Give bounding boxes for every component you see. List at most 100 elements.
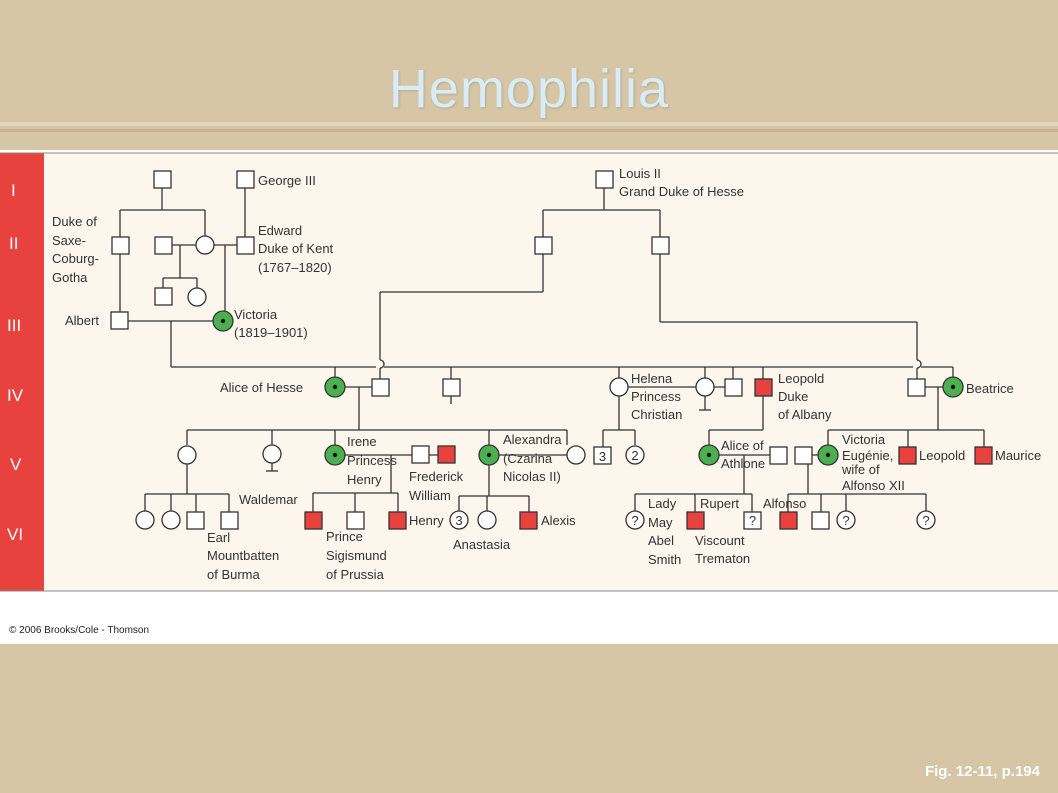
generation-VI: VI xyxy=(7,525,23,544)
figure-background xyxy=(44,153,1058,591)
generation-II: II xyxy=(9,234,18,253)
title-rule-shadow xyxy=(0,129,1058,132)
pedigree-male xyxy=(724,378,743,397)
figure-panel: I II III IV V VI xyxy=(0,150,1058,644)
label-helena: Christian xyxy=(631,407,682,422)
label-henry: Henry xyxy=(409,513,444,528)
pedigree-unknown-lady-may xyxy=(625,510,645,530)
label-alexandra: Nicolas II) xyxy=(503,469,561,484)
slide-title: Hemophilia xyxy=(388,59,670,119)
pedigree-female xyxy=(135,510,155,530)
label-irene: Henry xyxy=(347,472,382,487)
label-leopold: Duke xyxy=(778,389,808,404)
pedigree-male-edward xyxy=(236,236,255,255)
generation-IV: IV xyxy=(7,386,24,405)
label-earl: of Burma xyxy=(207,567,261,582)
pedigree-female xyxy=(195,235,215,255)
pedigree-male-duke xyxy=(111,236,130,255)
label-george-iii: George III xyxy=(258,173,316,188)
pedigree-affected-rupert xyxy=(686,511,705,530)
label-lady-may: Smith xyxy=(648,552,681,567)
label-prince: Prince xyxy=(326,529,363,544)
label-alice-athlone: Alice of xyxy=(721,438,764,453)
label-alice-hesse: Alice of Hesse xyxy=(220,380,303,395)
label-duke: Gotha xyxy=(52,270,88,285)
label-victoria-eugenie: wife of xyxy=(841,462,880,477)
label-victoria-eugenie: Victoria xyxy=(842,432,886,447)
label-victoria-eugenie: Alfonso XII xyxy=(842,478,905,493)
generation-I: I xyxy=(11,181,16,200)
pedigree-female-group xyxy=(449,510,469,530)
pedigree-unknown xyxy=(836,510,856,530)
label-edward: Duke of Kent xyxy=(258,241,334,256)
label-earl: Earl xyxy=(207,530,230,545)
pedigree-female xyxy=(262,444,282,464)
label-alexandra: Alexandra xyxy=(503,432,562,447)
pedigree-female xyxy=(161,510,181,530)
label-lady-may: May xyxy=(648,515,673,530)
label-duke: Coburg- xyxy=(52,251,99,266)
label-leopold-v: Leopold xyxy=(919,448,965,463)
label-alexandra: (Czarina xyxy=(503,451,553,466)
pedigree-male-louis-ii xyxy=(595,170,614,189)
pedigree-male xyxy=(534,236,553,255)
label-victoria-eugenie: Eugénie, xyxy=(842,448,893,463)
label-frederick: William xyxy=(409,488,451,503)
pedigree-male-nicolas xyxy=(566,445,586,465)
pedigree-male-group xyxy=(593,446,612,465)
pedigree-female-group xyxy=(625,445,645,465)
pedigree-male xyxy=(186,511,205,530)
label-waldemar: Waldemar xyxy=(239,492,298,507)
label-alfonso: Alfonso xyxy=(763,496,806,511)
label-beatrice: Beatrice xyxy=(966,381,1014,396)
copyright-notice: © 2006 Brooks/Cole - Thomson xyxy=(9,625,149,636)
label-helena: Princess xyxy=(631,389,681,404)
pedigree-male xyxy=(907,378,926,397)
label-victoria: (1819–1901) xyxy=(234,325,308,340)
label-irene: Princess xyxy=(347,453,397,468)
label-helena: Helena xyxy=(631,371,673,386)
pedigree-male xyxy=(794,446,813,465)
unknown-label: ? xyxy=(922,513,929,528)
generation-V: V xyxy=(10,455,22,474)
unknown-label: ? xyxy=(749,513,756,528)
pedigree-male-albert xyxy=(110,311,129,330)
label-edward: Edward xyxy=(258,223,302,238)
pedigree-female xyxy=(187,287,207,307)
label-duke: Duke of xyxy=(52,214,97,229)
pedigree-affected-leopold-v xyxy=(898,446,917,465)
label-alice-athlone: Athlone xyxy=(721,456,765,471)
label-victoria: Victoria xyxy=(234,307,278,322)
label-frederick: Frederick xyxy=(409,469,464,484)
label-edward: (1767–1820) xyxy=(258,260,332,275)
pedigree-male xyxy=(411,445,430,464)
pedigree-female xyxy=(695,377,715,397)
generation-band xyxy=(0,153,44,591)
pedigree-male xyxy=(811,511,830,530)
count-label: 3 xyxy=(599,449,606,464)
label-leopold: of Albany xyxy=(778,407,832,422)
generation-III: III xyxy=(7,316,21,335)
label-louis-ii-title: Grand Duke of Hesse xyxy=(619,184,744,199)
label-alexis: Alexis xyxy=(541,513,576,528)
label-albert: Albert xyxy=(65,313,99,328)
pedigree-male-george-iii xyxy=(236,170,255,189)
title-rule xyxy=(0,122,1058,126)
label-prince: of Prussia xyxy=(326,567,385,582)
pedigree-unknown xyxy=(916,510,936,530)
label-rupert: Rupert xyxy=(700,496,739,511)
pedigree-male-sigismund xyxy=(346,511,365,530)
pedigree-male xyxy=(651,236,670,255)
pedigree-male-earl xyxy=(220,511,239,530)
count-label: 2 xyxy=(631,448,638,463)
label-anastasia: Anastasia xyxy=(453,537,511,552)
pedigree-male xyxy=(769,446,788,465)
unknown-label: ? xyxy=(631,513,638,528)
label-lady-may: Lady xyxy=(648,496,677,511)
pedigree-affected-waldemar xyxy=(304,511,323,530)
label-prince: Sigismund xyxy=(326,548,387,563)
pedigree-female-anastasia xyxy=(477,510,497,530)
pedigree-male xyxy=(154,287,173,306)
label-rupert: Trematon xyxy=(695,551,750,566)
count-label: 3 xyxy=(455,513,462,528)
